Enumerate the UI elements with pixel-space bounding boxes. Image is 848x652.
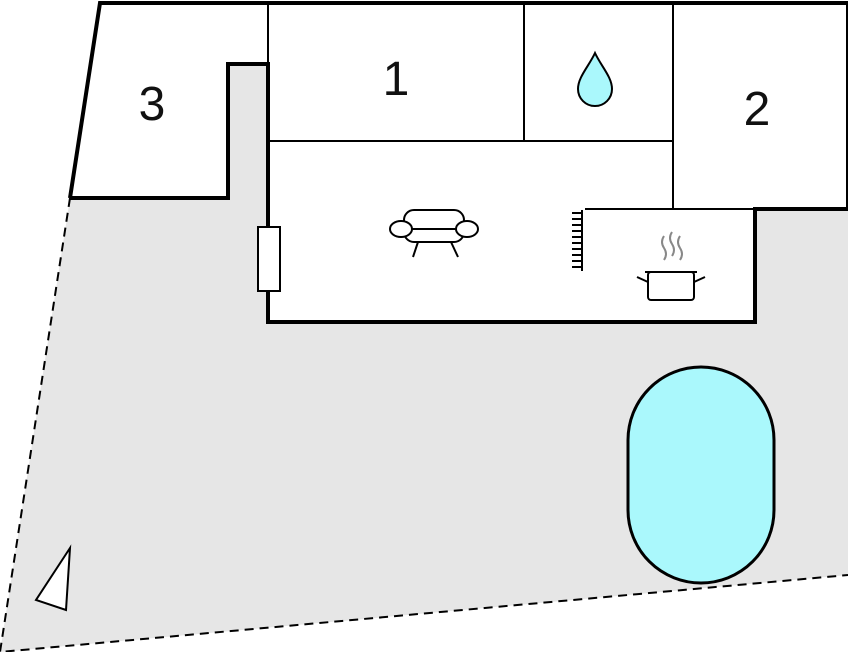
interior-walls [267, 3, 755, 210]
stairs-icon [572, 210, 583, 271]
door-icon [257, 226, 281, 292]
room-label-2: 2 [744, 83, 771, 136]
cooking-pot-icon [636, 231, 706, 301]
swimming-pool-icon [626, 365, 776, 585]
exterior-walls [68, 0, 848, 324]
room-label-1: 1 [383, 53, 410, 106]
room-label-3: 3 [139, 78, 166, 131]
property-boundary [0, 197, 848, 652]
sofa-icon [389, 209, 479, 258]
north-arrow-icon [34, 544, 72, 612]
building-interior [70, 3, 848, 322]
water-drop-icon [576, 50, 614, 107]
